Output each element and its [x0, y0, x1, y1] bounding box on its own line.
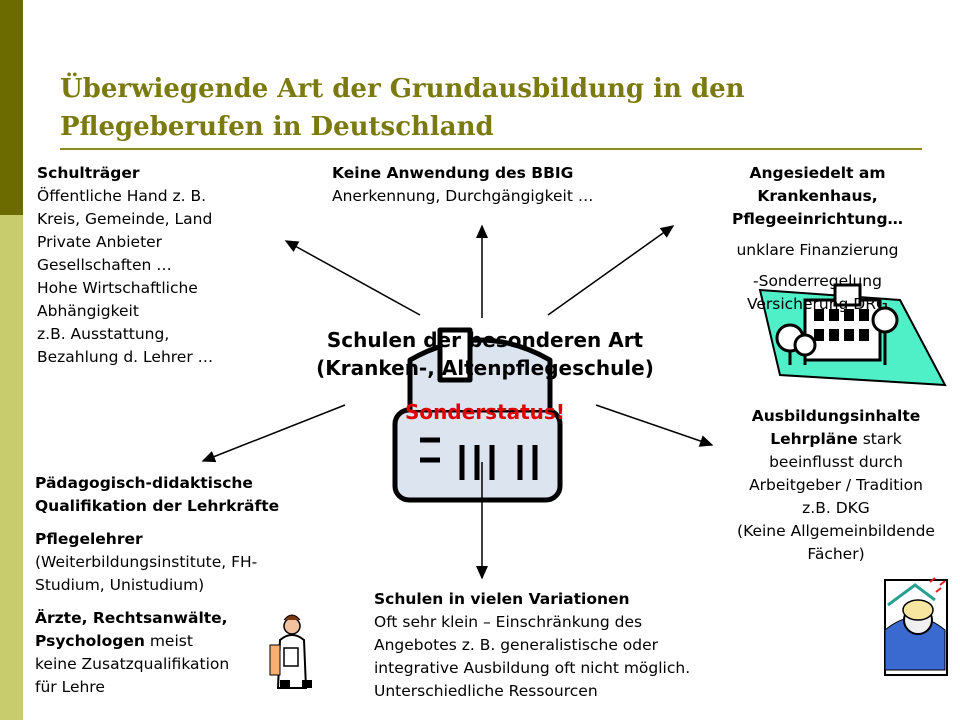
node-heading: Ausbildungsinhalte: [751, 407, 921, 425]
node-heading: Schulen in vielen Variationen: [374, 590, 630, 608]
node-qualifikation: Pädagogisch-didaktische Qualifikation de…: [35, 472, 335, 699]
node-line: Abhängigkeit: [37, 302, 139, 320]
slide-title: Überwiegende Art der Grundausbildung in …: [60, 74, 745, 142]
node-line: z.B. Ausstattung,: [37, 325, 170, 343]
node-line: Anerkennung, Durchgängigkeit …: [332, 187, 594, 205]
hospital-icon: [758, 283, 947, 387]
node-ausbildungsinhalte: Ausbildungsinhalte Lehrpläne stark beein…: [716, 405, 956, 566]
node-heading: Lehrpläne: [770, 430, 858, 448]
node-line: Oft sehr klein – Einschränkung des: [374, 613, 643, 631]
node-line: Kreis, Gemeinde, Land: [37, 210, 213, 228]
node-line: unklare Finanzierung: [736, 241, 899, 259]
status-badge: Sonderstatus!: [270, 400, 700, 424]
node-line: Angebotes z. B. generalistische oder: [374, 636, 659, 654]
node-heading: Angesiedelt am: [749, 164, 886, 182]
center-line-1: Schulen der besonderen Art: [326, 328, 644, 352]
node-line: Gesellschaften …: [37, 256, 172, 274]
node-subheading: Pflegelehrer: [35, 530, 143, 548]
node-heading: Qualifikation der Lehrkräfte: [35, 497, 280, 515]
node-line: Studium, Unistudium): [35, 576, 205, 594]
node-variationen: Schulen in vielen Variationen Oft sehr k…: [374, 588, 794, 703]
node-line: (Weiterbildungsinstitute, FH-: [35, 553, 258, 571]
node-bbig: Keine Anwendung des BBIG Anerkennung, Du…: [332, 162, 662, 208]
center-node: Schulen der besonderen Art (Kranken-, Al…: [270, 326, 700, 382]
node-line: keine Zusatzqualifikation: [35, 655, 230, 673]
node-line: -Sonderregelung: [753, 272, 882, 290]
brain-head-icon: [884, 577, 948, 676]
node-line: (Keine Allgemeinbildende: [737, 522, 935, 540]
node-line: Öffentliche Hand z. B.: [37, 187, 207, 205]
node-heading: Pflegeeinrichtung…: [731, 210, 904, 228]
node-line: integrative Ausbildung oft nicht möglich…: [374, 659, 691, 677]
node-line: meist: [144, 632, 193, 650]
node-line: Private Anbieter: [37, 233, 163, 251]
sidebar-band-light: [0, 215, 23, 720]
node-line: stark: [857, 430, 902, 448]
title-divider: [60, 148, 922, 150]
sidebar-band-dark: [0, 0, 23, 215]
node-subheading: Ärzte, Rechtsanwälte,: [35, 609, 228, 627]
connector-arrows: [201, 224, 714, 580]
node-heading: Krankenhaus,: [757, 187, 878, 205]
node-line: Hohe Wirtschaftliche: [37, 279, 198, 297]
node-line: z.B. DKG: [802, 499, 870, 517]
node-line: beeinflusst durch: [769, 453, 903, 471]
sidebar-band: [0, 0, 23, 720]
node-heading: Keine Anwendung des BBIG: [332, 164, 574, 182]
center-line-2: (Kranken-, Altenpflegeschule): [316, 356, 654, 380]
school-building-icon: [392, 327, 563, 503]
node-heading: Schulträger: [37, 164, 140, 182]
node-heading: Pädagogisch-didaktische: [35, 474, 253, 492]
status-text: Sonderstatus!: [405, 400, 565, 424]
node-line: Bezahlung d. Lehrer …: [37, 348, 214, 366]
node-line: Versicherung DRG: [746, 295, 889, 313]
node-schultraeger: Schulträger Öffentliche Hand z. B. Kreis…: [37, 162, 277, 369]
node-subheading: Psychologen: [35, 632, 145, 650]
node-angesiedelt: Angesiedelt am Krankenhaus, Pflegeeinric…: [700, 162, 935, 316]
node-line: Fächer): [807, 545, 865, 563]
node-line: für Lehre: [35, 678, 105, 696]
node-line: Unterschiedliche Ressourcen: [374, 682, 598, 700]
nurse-icon: [268, 614, 316, 689]
node-line: Arbeitgeber / Tradition: [749, 476, 923, 494]
